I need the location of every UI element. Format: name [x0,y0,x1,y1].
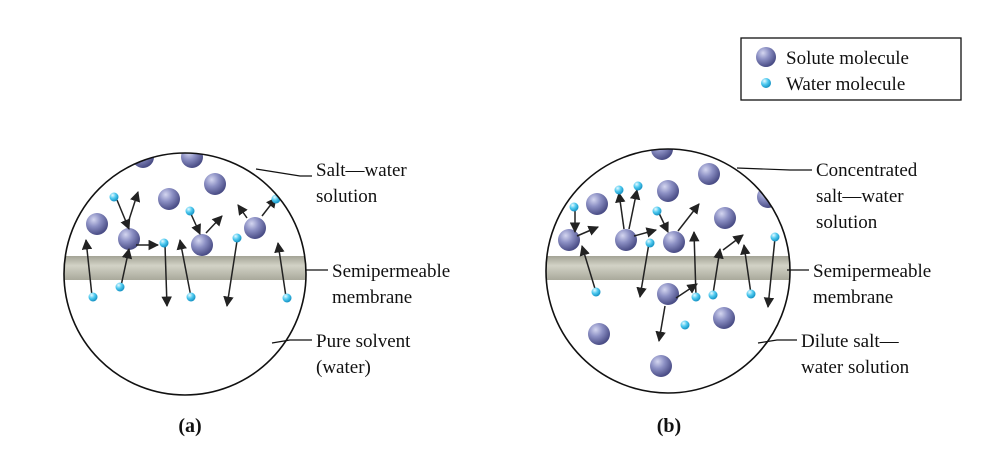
panel-b: Concentrated salt—water solution Semiper… [545,148,936,437]
water-molecule [652,206,662,216]
motion-arrow [190,213,201,235]
panel-b-circle [545,148,791,394]
motion-arrow [636,242,650,299]
water-molecule [282,293,292,303]
motion-arrow [615,191,626,230]
solute-molecule [204,173,226,195]
water-molecule [591,287,601,297]
solutes-b [558,149,779,377]
panel-b-top-label: Concentrated salt—water solution [816,160,922,233]
solute-molecule [588,323,610,345]
solute-molecule [181,153,203,168]
solute-molecule [714,207,736,229]
water-molecule [746,289,756,299]
solute-molecule [118,228,140,250]
solute-molecule [651,149,673,160]
panel-a-membrane-label: Semipermeable membrane [332,261,455,308]
leader-line [736,167,812,171]
motion-arrow [677,203,700,232]
water-molecule [88,292,98,302]
motion-arrow [763,237,776,309]
water-molecule [770,232,780,242]
waters-b [569,181,780,330]
solute-molecule [615,229,637,251]
panel-a: Salt—water solution Semipermeable membra… [63,152,455,437]
panel-a-circle [63,152,307,396]
leader-line [757,339,797,344]
motion-arrow [675,283,698,299]
water-molecule [708,290,718,300]
legend: Solute molecule Water molecule [740,37,962,101]
water-molecule [185,206,195,216]
motion-arrow [576,225,599,237]
panel-b-bottom-label: Dilute salt— water solution [801,331,910,378]
legend-solute-icon [756,47,776,67]
leader-line [271,339,312,344]
panel-b-membrane-label: Semipermeable membrane [813,261,936,308]
motion-arrow [655,305,666,343]
motion-arrow [205,215,223,234]
arrows-b [569,188,776,343]
water-molecule [680,320,690,330]
solute-molecule [657,283,679,305]
motion-arrow [579,244,597,293]
motion-arrow [712,247,724,295]
solute-molecule [663,231,685,253]
solute-molecule [713,307,735,329]
water-molecule [186,292,196,302]
motion-arrow [81,238,93,297]
water-molecule [645,238,655,248]
solute-molecule [558,229,580,251]
arrows-a [81,191,287,308]
panel-b-label: (b) [657,415,681,437]
solute-molecule [586,193,608,215]
solute-molecule [132,153,154,168]
legend-water-label: Water molecule [786,74,905,95]
motion-arrow [740,243,752,295]
water-molecule [614,185,624,195]
water-molecule [159,238,169,248]
motion-arrow [628,188,641,230]
solute-molecule [86,213,108,235]
water-molecule [115,282,125,292]
motion-arrow [274,241,287,298]
solute-molecule [158,188,180,210]
water-molecule [109,192,119,202]
solute-molecule [191,234,213,256]
panel-a-label: (a) [178,415,201,437]
legend-box [740,37,962,101]
solute-molecule [757,186,779,208]
motion-arrow [722,234,744,251]
solute-molecule [657,180,679,202]
waters-a [88,192,292,303]
leader-line [255,168,312,177]
water-molecule [569,202,579,212]
motion-arrow [120,247,133,287]
water-molecule [691,292,701,302]
solute-molecule [285,190,306,212]
motion-arrow [223,240,238,308]
solute-molecule [244,217,266,239]
motion-arrow [237,204,248,219]
motion-arrow [126,191,141,227]
motion-arrow [633,227,658,238]
solute-molecule [698,163,720,185]
panel-a-top-label: Salt—water solution [316,160,412,207]
water-molecule [633,181,643,191]
legend-water-icon [761,78,771,88]
solute-molecule [650,355,672,377]
membrane-b [546,256,790,280]
solutes-a [86,153,306,256]
water-molecule [232,233,242,243]
legend-solute-label: Solute molecule [786,48,909,69]
motion-arrow [176,238,192,298]
panel-a-bottom-label: Pure solvent (water) [316,331,415,378]
motion-arrow [161,244,172,308]
